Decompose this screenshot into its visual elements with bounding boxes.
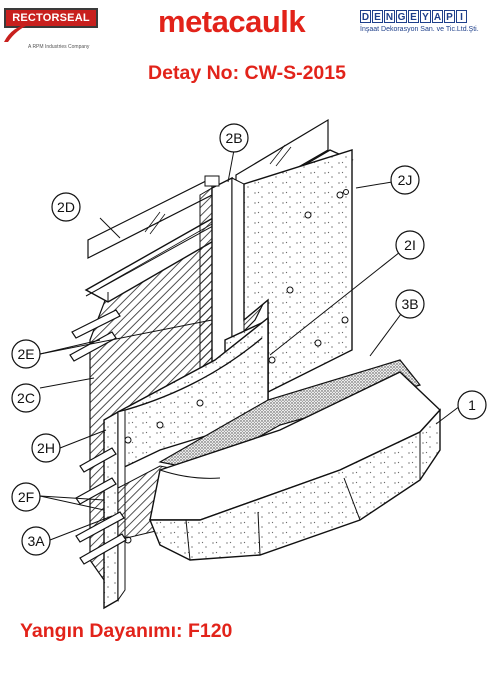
svg-text:2E: 2E (17, 346, 34, 362)
dengeyapi-letter: Y (420, 10, 431, 23)
dengeyapi-letter: E (408, 10, 419, 23)
concrete-slab-edge (148, 408, 441, 561)
svg-text:2C: 2C (17, 390, 35, 406)
dengeyapi-letter: D (360, 10, 371, 23)
dengeyapi-letters: D E N G E Y A P I (360, 10, 492, 23)
dengeyapi-letter: P (444, 10, 455, 23)
svg-text:3B: 3B (401, 296, 418, 312)
mullion (211, 176, 233, 364)
dengeyapi-letter: A (432, 10, 443, 23)
callout-2f: 2F (11, 482, 41, 512)
leader-lines (39, 149, 461, 541)
callout-3b: 3B (395, 289, 425, 319)
callout-2c: 2C (11, 383, 41, 413)
svg-text:3A: 3A (27, 533, 45, 549)
dengeyapi-tagline: İnşaat Dekorasyon San. ve Tic.Ltd.Şti. (360, 26, 479, 33)
callout-2b: 2B (219, 123, 249, 153)
svg-text:2D: 2D (57, 199, 75, 215)
dengeyapi-letter: E (372, 10, 383, 23)
spandrel-panel-edge (103, 410, 119, 610)
detail-title: Detay No: CW-S-2015 (148, 62, 346, 84)
dengeyapi-letter: N (384, 10, 395, 23)
callout-1: 1 (457, 390, 487, 420)
svg-text:2J: 2J (398, 172, 413, 188)
svg-text:2I: 2I (404, 237, 416, 253)
dengeyapi-letter: G (396, 10, 407, 23)
dengeyapi-logo: D E N G E Y A P I İnşaat Dekorasyon San.… (360, 10, 492, 40)
rectorseal-swoosh-icon (4, 24, 30, 42)
svg-text:2H: 2H (37, 440, 55, 456)
rectorseal-tagline: A RPM Industries Company (28, 44, 90, 50)
metacaulk-logo: metacaulk (158, 4, 306, 39)
anchor-rods (69, 309, 127, 565)
dengeyapi-letter: I (456, 10, 467, 23)
callout-2h: 2H (31, 433, 61, 463)
callout-2e: 2E (11, 339, 41, 369)
svg-text:2F: 2F (18, 489, 34, 505)
callout-2i: 2I (395, 230, 425, 260)
callout-2j: 2J (390, 165, 420, 195)
fire-rating: Yangın Dayanımı: F120 (20, 620, 233, 642)
callout-2d: 2D (51, 192, 81, 222)
rectorseal-name: RECTORSEAL (4, 8, 98, 28)
callout-3a: 3A (21, 526, 51, 556)
rectorseal-logo: RECTORSEAL A RPM Industries Company (4, 8, 102, 52)
svg-text:2B: 2B (225, 130, 242, 146)
svg-text:1: 1 (468, 397, 476, 413)
